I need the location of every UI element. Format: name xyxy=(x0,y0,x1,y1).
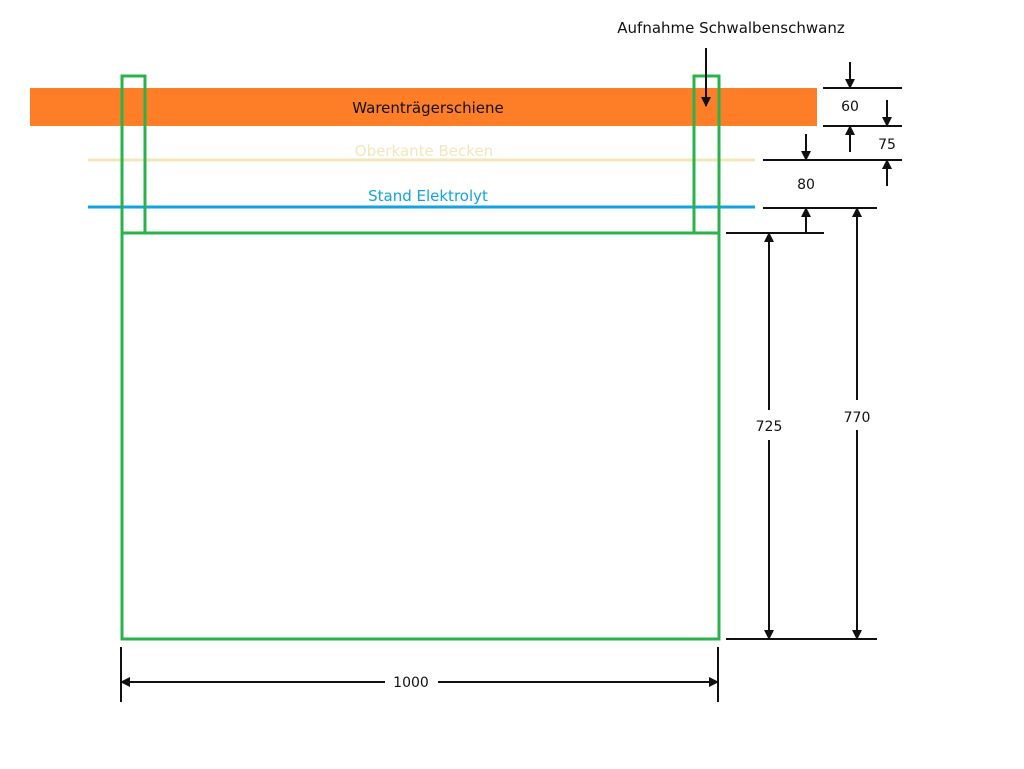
dimension-value: 1000 xyxy=(393,675,429,691)
dimension-rack-width: 1000 xyxy=(120,647,719,702)
dimension-rail-height: 60 xyxy=(823,62,902,152)
basin-edge-label: Oberkante Becken xyxy=(355,142,493,160)
dimension-value: 75 xyxy=(878,137,896,153)
dimension-rack-height: 725 xyxy=(726,232,877,640)
dimension-total-height: 770 xyxy=(844,207,871,640)
rack-body xyxy=(120,231,721,641)
rail-bar xyxy=(30,88,817,126)
rail-label: Warenträgerschiene xyxy=(352,99,504,117)
dovetail-label: Aufnahme Schwalbenschwanz xyxy=(617,19,845,37)
dimension-value: 725 xyxy=(756,419,783,435)
dimension-basin-to-electrolyte: 80 xyxy=(763,134,877,232)
dimension-value: 80 xyxy=(797,177,815,193)
electrolyte-label: Stand Elektrolyt xyxy=(368,187,488,205)
dimension-value: 60 xyxy=(841,99,859,115)
dimension-rail-to-basin: 75 xyxy=(763,100,902,186)
dimension-value: 770 xyxy=(844,410,871,426)
